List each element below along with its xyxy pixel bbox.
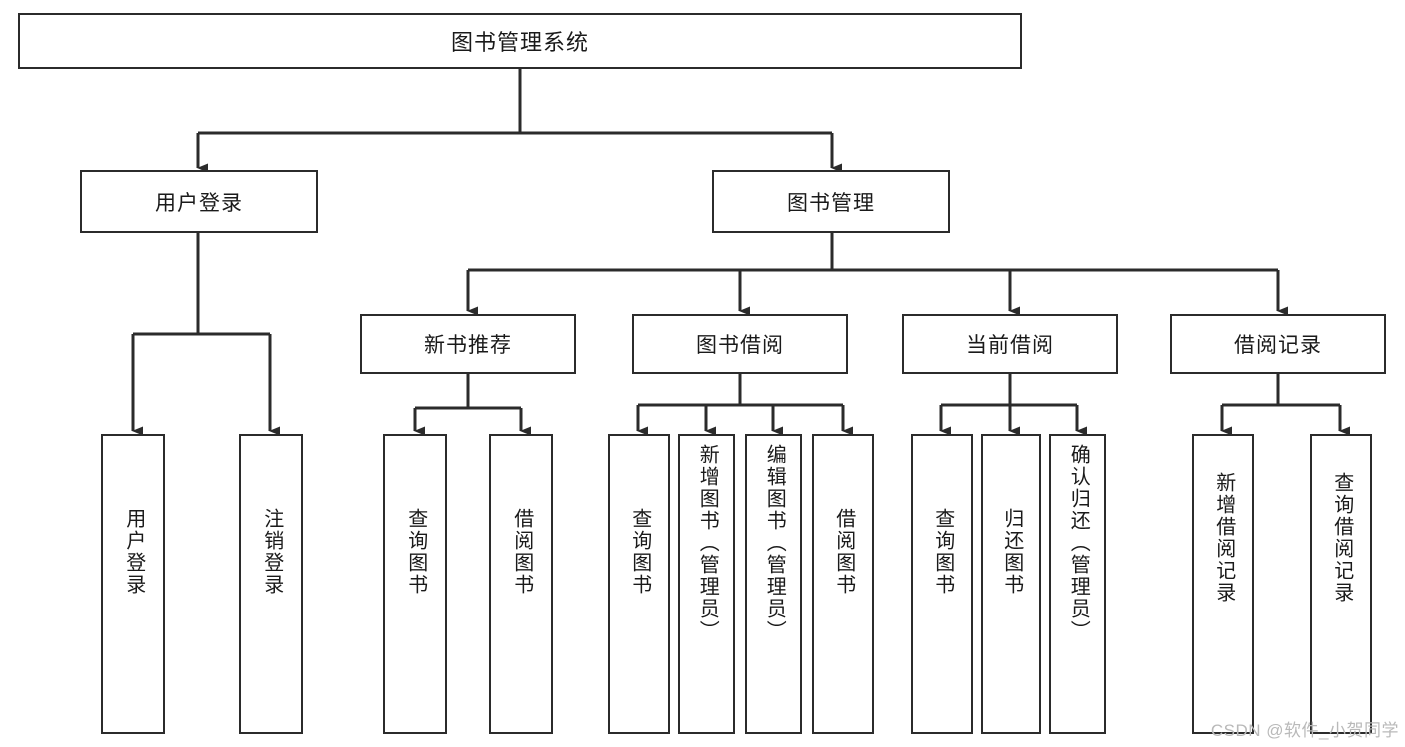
leaf-confirm-return-label: 确认归还（管理员）	[1067, 444, 1090, 642]
leaf-logout-login-label: 注销登录	[260, 508, 283, 596]
node-borrow-record[interactable]: 借阅记录	[1170, 314, 1386, 374]
leaf-user-login-label: 用户登录	[122, 508, 145, 596]
node-current-borrow-label: 当前借阅	[966, 334, 1054, 357]
leaf-add-record-label: 新增借阅记录	[1212, 472, 1235, 604]
leaf-borrow-book-borrow[interactable]: 借阅图书	[812, 434, 874, 734]
leaf-query-book-new-recommend[interactable]: 查询图书	[383, 434, 447, 734]
node-new-book-recommend[interactable]: 新书推荐	[360, 314, 576, 374]
node-book-manage-label: 图书管理	[787, 191, 875, 215]
leaf-query-book-borrow[interactable]: 查询图书	[608, 434, 670, 734]
leaf-query-book-1-label: 查询图书	[404, 508, 427, 596]
leaf-borrow-book-1-label: 借阅图书	[510, 508, 533, 596]
node-user-login[interactable]: 用户登录	[80, 170, 318, 233]
leaf-query-record-label: 查询借阅记录	[1330, 472, 1353, 604]
node-root-label: 图书管理系统	[450, 30, 589, 55]
leaf-add-book-label: 新增图书（管理员）	[696, 444, 719, 642]
leaf-user-login[interactable]: 用户登录	[101, 434, 165, 734]
leaf-add-book-admin[interactable]: 新增图书（管理员）	[678, 434, 735, 734]
leaf-query-book-current[interactable]: 查询图书	[911, 434, 973, 734]
node-borrow-record-label: 借阅记录	[1234, 334, 1322, 357]
leaf-add-borrow-record[interactable]: 新增借阅记录	[1192, 434, 1254, 734]
node-book-borrow-label: 图书借阅	[696, 334, 784, 357]
leaf-borrow-book-2-label: 借阅图书	[832, 508, 855, 596]
leaf-query-book-3-label: 查询图书	[931, 508, 954, 596]
leaf-return-book-label: 归还图书	[1000, 508, 1023, 596]
node-book-manage[interactable]: 图书管理	[712, 170, 950, 233]
leaf-edit-book-admin[interactable]: 编辑图书（管理员）	[745, 434, 802, 734]
leaf-query-book-2-label: 查询图书	[628, 508, 651, 596]
leaf-return-book[interactable]: 归还图书	[981, 434, 1041, 734]
node-current-borrow[interactable]: 当前借阅	[902, 314, 1118, 374]
csdn-watermark: CSDN @软件_小贺同学	[1210, 721, 1399, 740]
leaf-logout-login[interactable]: 注销登录	[239, 434, 303, 734]
node-book-borrow[interactable]: 图书借阅	[632, 314, 848, 374]
leaf-confirm-return-admin[interactable]: 确认归还（管理员）	[1049, 434, 1106, 734]
node-user-login-label: 用户登录	[155, 191, 243, 215]
node-root-book-management-system[interactable]: 图书管理系统	[18, 13, 1022, 69]
leaf-borrow-book-new-recommend[interactable]: 借阅图书	[489, 434, 553, 734]
node-new-book-recommend-label: 新书推荐	[424, 334, 512, 357]
leaf-edit-book-label: 编辑图书（管理员）	[763, 444, 786, 642]
leaf-query-borrow-record[interactable]: 查询借阅记录	[1310, 434, 1372, 734]
